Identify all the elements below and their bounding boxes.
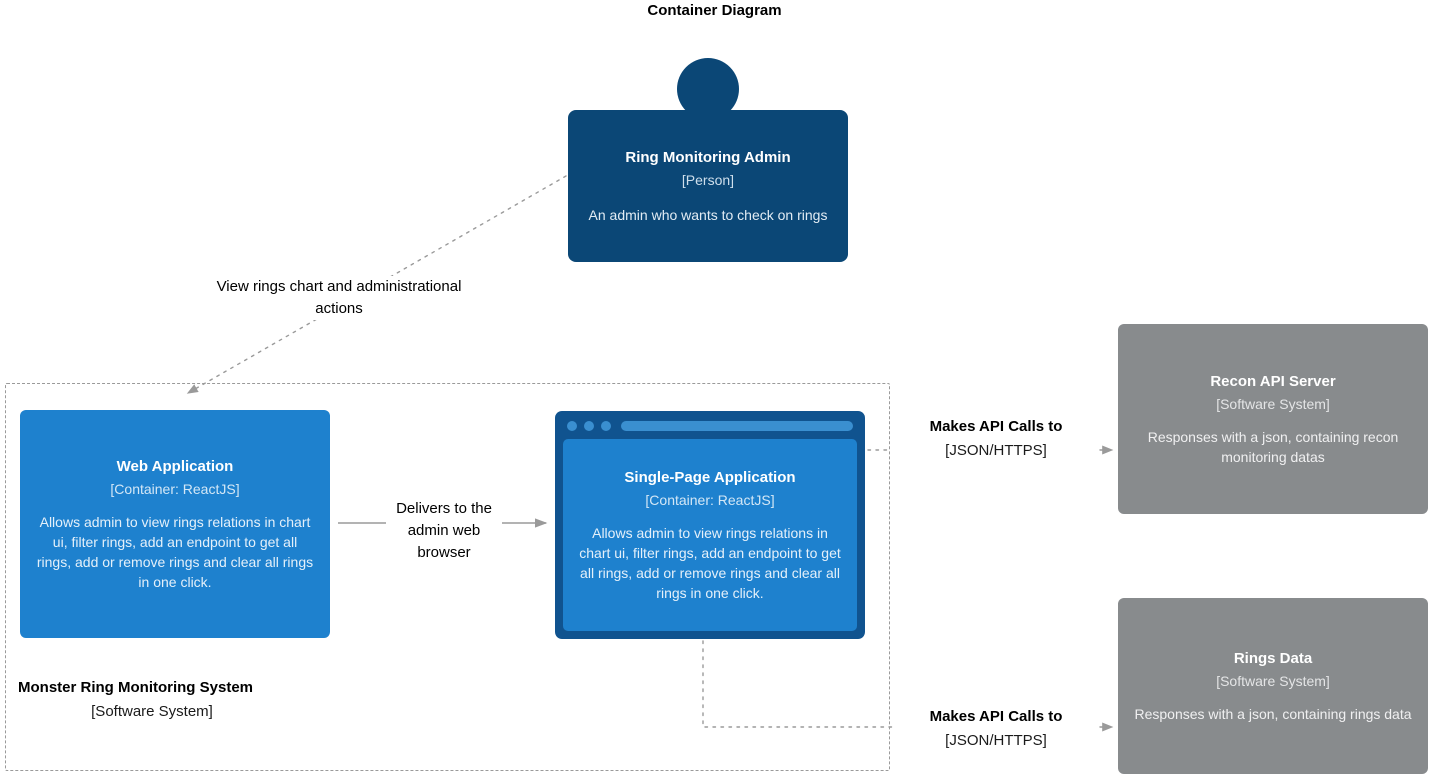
- browser-dot-icon: [567, 421, 577, 431]
- node-system-rings-data[interactable]: Rings Data [Software System] Responses w…: [1118, 598, 1428, 774]
- browser-dot-icon: [584, 421, 594, 431]
- relationship-label-recon-api-calls: Makes API Calls to [JSON/HTTPS]: [896, 416, 1096, 464]
- node-person-ring-monitoring-admin[interactable]: Ring Monitoring Admin [Person] An admin …: [568, 58, 848, 262]
- browser-chrome-bar: [563, 419, 857, 433]
- node-name: Recon API Server: [1210, 373, 1336, 390]
- node-name: Web Application: [116, 458, 234, 475]
- node-name: Single-Page Application: [624, 469, 796, 486]
- person-body: Ring Monitoring Admin [Person] An admin …: [568, 110, 848, 262]
- relationship-description: Makes API Calls to: [929, 708, 1063, 725]
- browser-address-bar-icon: [621, 421, 853, 431]
- browser-viewport: Single-Page Application [Container: Reac…: [563, 439, 857, 631]
- system-boundary-name: Monster Ring Monitoring System: [18, 679, 254, 696]
- relationship-technology: [JSON/HTTPS]: [945, 442, 1047, 459]
- node-system-recon-api-server[interactable]: Recon API Server [Software System] Respo…: [1118, 324, 1428, 514]
- node-type: [Container: ReactJS]: [110, 481, 240, 497]
- relationship-label-delivers-to: Delivers to the admin web browser: [388, 498, 500, 564]
- relationship-description: View rings chart and administrational ac…: [216, 278, 462, 317]
- person-head-icon: [677, 58, 739, 120]
- system-boundary-label: Monster Ring Monitoring System [Software…: [18, 676, 518, 724]
- node-description: Responses with a json, containing rings …: [1134, 706, 1412, 722]
- system-boundary-type: [Software System]: [91, 703, 213, 720]
- node-description: Allows admin to view rings relations in …: [36, 514, 314, 590]
- node-type: [Person]: [681, 172, 735, 188]
- node-name: Ring Monitoring Admin: [625, 149, 791, 166]
- node-type: [Software System]: [1216, 396, 1330, 412]
- node-type: [Container: ReactJS]: [645, 492, 775, 508]
- relationship-technology: [JSON/HTTPS]: [945, 732, 1047, 749]
- node-description: Allows admin to view rings relations in …: [579, 525, 841, 601]
- node-description: An admin who wants to check on rings: [588, 207, 828, 223]
- node-container-web-application[interactable]: Web Application [Container: ReactJS] All…: [20, 410, 330, 638]
- relationship-description: Delivers to the admin web browser: [396, 500, 492, 561]
- relationship-label-view-rings: View rings chart and administrational ac…: [206, 276, 472, 320]
- node-description: Responses with a json, containing recon …: [1147, 429, 1399, 465]
- page-title: Container Diagram: [647, 2, 782, 19]
- node-name: Rings Data: [1233, 650, 1313, 667]
- browser-dot-icon: [601, 421, 611, 431]
- node-type: [Software System]: [1216, 673, 1330, 689]
- node-container-single-page-application[interactable]: Single-Page Application [Container: Reac…: [555, 411, 865, 639]
- relationship-label-rings-api-calls: Makes API Calls to [JSON/HTTPS]: [896, 706, 1096, 754]
- relationship-description: Makes API Calls to: [929, 418, 1063, 435]
